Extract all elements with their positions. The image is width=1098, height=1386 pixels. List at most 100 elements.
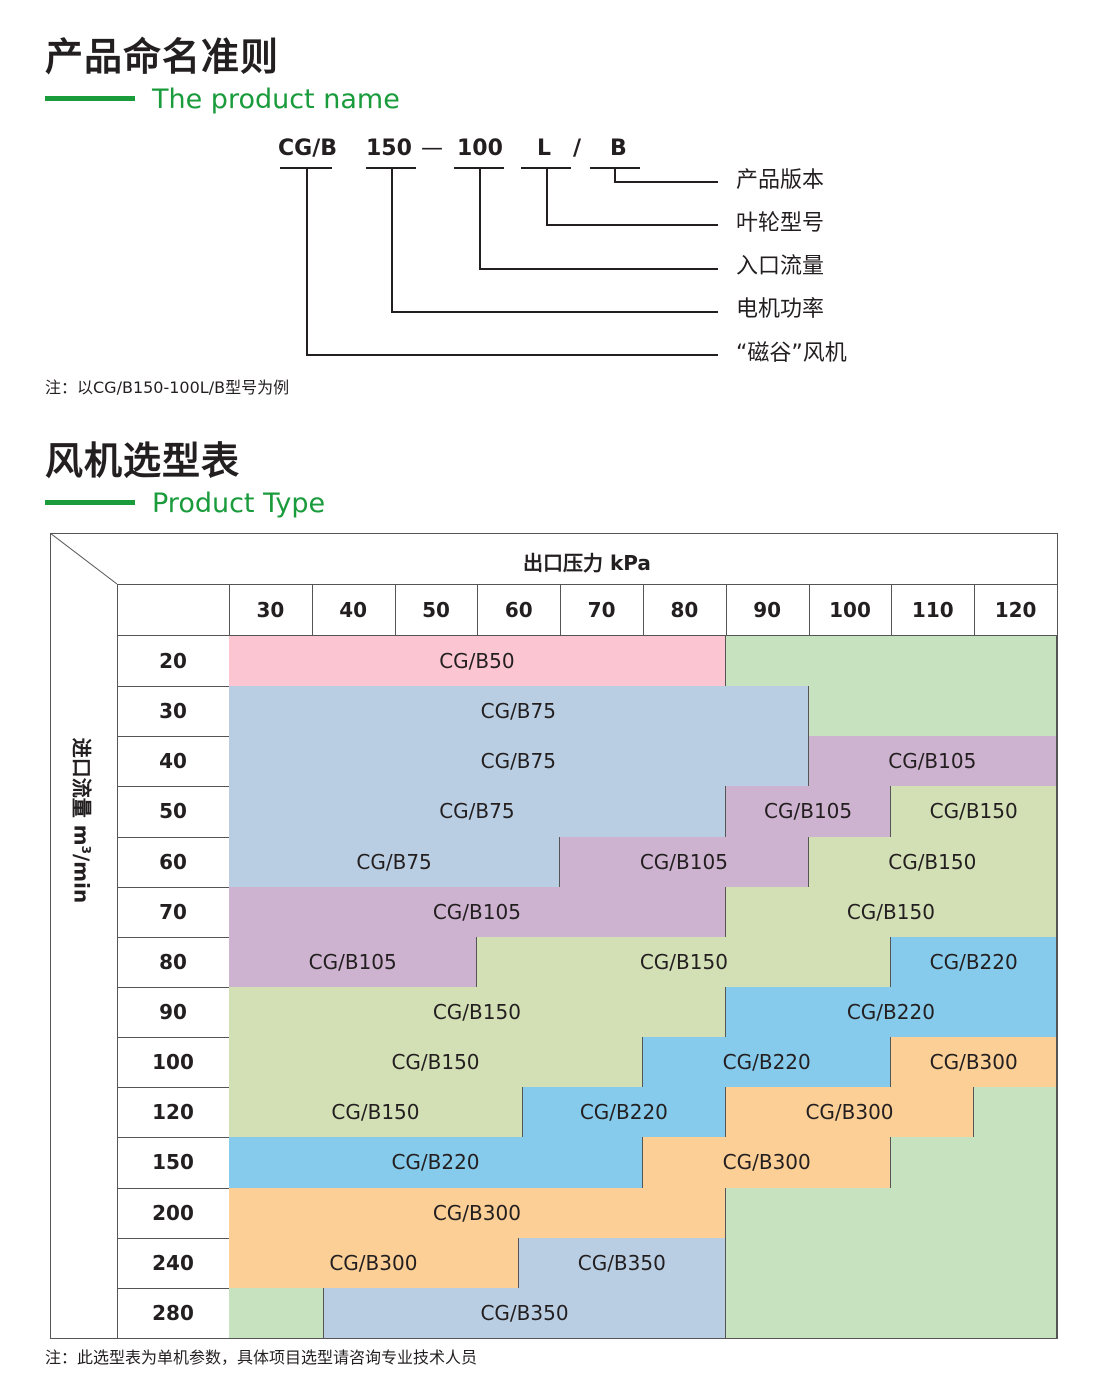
code-series: CG/B bbox=[278, 136, 338, 161]
flow-row-200: 200 bbox=[152, 1200, 194, 1225]
empty-cell bbox=[808, 686, 1057, 737]
legend-flow: 入口流量 bbox=[736, 254, 825, 279]
model-cell: CG/B150 bbox=[229, 1087, 523, 1138]
pressure-col-120: 120 bbox=[994, 598, 1037, 622]
flow-header-sup: 3 bbox=[79, 845, 94, 854]
model-cell: CG/B50 bbox=[229, 636, 726, 687]
table-border-left bbox=[50, 533, 51, 1339]
underline-power bbox=[366, 167, 416, 169]
empty-cell bbox=[725, 1187, 1057, 1238]
model-cell: CG/B220 bbox=[522, 1087, 726, 1138]
connector-version-v bbox=[614, 169, 616, 182]
flow-row-90: 90 bbox=[159, 1000, 187, 1025]
empty-cell bbox=[725, 636, 1057, 687]
selection-title-bar bbox=[45, 500, 135, 505]
pressure-col-60: 60 bbox=[504, 598, 533, 622]
table-border-bottom bbox=[50, 1338, 1058, 1339]
model-cell: CG/B75 bbox=[229, 736, 809, 787]
code-power: 150 bbox=[366, 136, 412, 161]
model-cell: CG/B75 bbox=[229, 836, 561, 887]
naming-title: 产品命名准则 bbox=[45, 35, 280, 79]
pressure-col-100: 100 bbox=[829, 598, 871, 622]
pressure-col-90: 90 bbox=[753, 598, 782, 622]
flow-row-280: 280 bbox=[152, 1300, 194, 1325]
code-version: B bbox=[610, 136, 627, 161]
pressure-col-divider bbox=[311, 585, 313, 635]
legend-version: 产品版本 bbox=[736, 168, 825, 193]
model-cell: CG/B105 bbox=[229, 886, 726, 937]
pressure-col-divider bbox=[560, 585, 562, 635]
underline-flow bbox=[454, 167, 504, 169]
flow-row-70: 70 bbox=[159, 899, 187, 924]
model-cell: CG/B150 bbox=[808, 836, 1057, 887]
model-cell: CG/B150 bbox=[229, 987, 726, 1038]
connector-series-h bbox=[306, 354, 718, 356]
underline-series bbox=[280, 167, 332, 169]
model-cell: CG/B150 bbox=[477, 936, 892, 987]
connector-flow-h bbox=[479, 268, 718, 270]
pressure-col-divider bbox=[808, 585, 810, 635]
model-cell: CG/B300 bbox=[229, 1187, 726, 1238]
connector-power-v bbox=[391, 169, 393, 312]
model-cell: CG/B300 bbox=[891, 1037, 1057, 1088]
pressure-col-110: 110 bbox=[911, 598, 954, 622]
empty-cell bbox=[891, 1137, 1057, 1188]
pressure-col-divider bbox=[643, 585, 644, 635]
code-flow: 100 bbox=[457, 136, 503, 161]
pressure-col-divider bbox=[891, 585, 893, 635]
model-cell: CG/B220 bbox=[643, 1037, 892, 1088]
flow-row-50: 50 bbox=[159, 799, 187, 824]
code-impeller: L bbox=[537, 136, 552, 161]
connector-impeller-h bbox=[546, 224, 718, 226]
naming-note: 注：以CG/B150-100L/B型号为例 bbox=[45, 378, 290, 397]
pressure-header: 出口压力 kPa bbox=[523, 550, 651, 575]
pressure-col-divider bbox=[974, 585, 976, 635]
model-cell: CG/B350 bbox=[518, 1237, 726, 1288]
model-cell: CG/B150 bbox=[229, 1037, 643, 1088]
flow-header-main: 进口流量 m bbox=[69, 737, 94, 846]
model-cell: CG/B220 bbox=[725, 987, 1057, 1038]
model-cell: CG/B105 bbox=[560, 836, 809, 887]
pressure-header-line bbox=[117, 584, 1058, 585]
pressure-col-50: 50 bbox=[422, 598, 450, 622]
model-cell: CG/B300 bbox=[725, 1087, 975, 1138]
flow-header: 进口流量 m3/min bbox=[69, 738, 98, 903]
model-cell: CG/B300 bbox=[229, 1237, 519, 1288]
empty-cell bbox=[229, 1287, 325, 1338]
model-cell: CG/B220 bbox=[891, 936, 1057, 987]
pressure-col-30: 30 bbox=[256, 598, 285, 622]
connector-version-h bbox=[614, 181, 718, 183]
naming-subtitle: The product name bbox=[152, 84, 400, 115]
underline-impeller bbox=[521, 167, 571, 169]
model-cell: CG/B105 bbox=[725, 786, 892, 837]
legend-series: “磁谷”风机 bbox=[736, 341, 847, 366]
flow-row-120: 120 bbox=[152, 1100, 194, 1125]
flow-label-column-line bbox=[117, 584, 118, 1339]
flow-row-80: 80 bbox=[159, 949, 187, 974]
code-dash: — bbox=[421, 136, 443, 161]
flow-row-240: 240 bbox=[152, 1250, 194, 1275]
flow-row-20: 20 bbox=[159, 649, 187, 674]
pressure-col-divider bbox=[394, 585, 396, 635]
legend-impeller: 叶轮型号 bbox=[736, 211, 825, 236]
flow-row-150: 150 bbox=[152, 1150, 194, 1175]
model-cell: CG/B150 bbox=[891, 786, 1057, 837]
header-bottom-line bbox=[117, 635, 1058, 636]
model-cell: CG/B300 bbox=[643, 1137, 892, 1188]
model-cell: CG/B75 bbox=[229, 686, 809, 737]
code-slash: / bbox=[573, 136, 582, 161]
table-border-right bbox=[1057, 533, 1058, 1339]
empty-cell bbox=[725, 1287, 1057, 1338]
legend-power: 电机功率 bbox=[736, 297, 825, 322]
selection-subtitle: Product Type bbox=[152, 488, 326, 519]
connector-power-h bbox=[391, 311, 718, 313]
table-diagonal bbox=[50, 533, 118, 585]
table-border-top bbox=[50, 533, 1058, 534]
model-cell: CG/B105 bbox=[229, 936, 478, 987]
pressure-col-80: 80 bbox=[670, 598, 699, 622]
selection-title: 风机选型表 bbox=[45, 439, 241, 483]
flow-header-box: 进口流量 m3/min bbox=[50, 636, 117, 1339]
underline-version bbox=[590, 167, 640, 169]
model-cell: CG/B105 bbox=[808, 736, 1057, 787]
